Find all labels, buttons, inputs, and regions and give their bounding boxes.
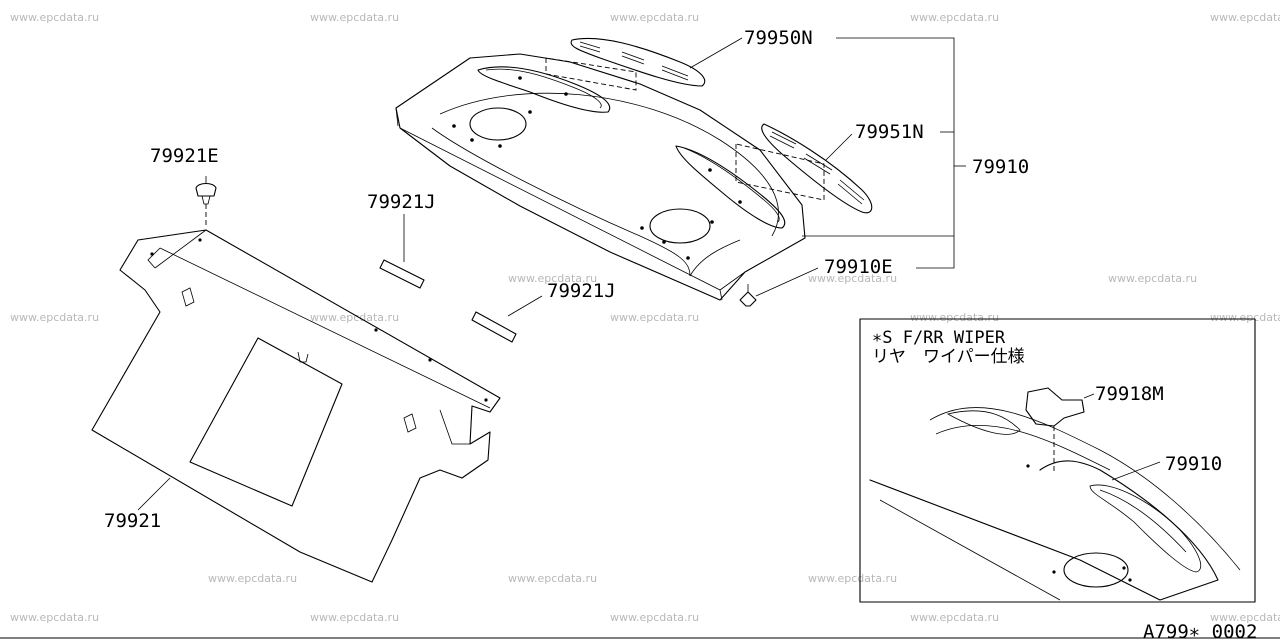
- watermark: www.epcdata.ru: [310, 311, 399, 324]
- watermark: www.epcdata.ru: [10, 311, 99, 324]
- label-79921j-b: 79921J: [547, 280, 616, 302]
- label-79918m: 79918M: [1095, 383, 1164, 405]
- watermark: www.epcdata.ru: [1210, 11, 1280, 24]
- inset-subtitle: リヤ ワイパー仕様: [872, 347, 1025, 367]
- inset-title: ∗S F/RR WIPER: [872, 328, 1006, 348]
- inset-wiper-variant: ∗S F/RR WIPER リヤ ワイパー仕様 79918M 79910: [859, 318, 1256, 603]
- label-79910e: 79910E: [824, 256, 893, 278]
- label-79921j-a: 79921J: [367, 191, 436, 213]
- watermark: www.epcdata.ru: [508, 272, 597, 285]
- watermark: www.epcdata.ru: [610, 11, 699, 24]
- diagram-code: A799∗ 0002: [1143, 621, 1257, 640]
- watermark: www.epcdata.ru: [610, 611, 699, 624]
- label-79910-inset: 79910: [1165, 453, 1222, 475]
- watermark: www.epcdata.ru: [1210, 611, 1280, 624]
- grille-79950n: [545, 37, 706, 91]
- watermark: www.epcdata.ru: [310, 611, 399, 624]
- tape-79921j-b: [471, 311, 517, 343]
- clip-79910e: [739, 284, 757, 307]
- parcel-shelf-trim: [395, 53, 806, 301]
- watermark: www.epcdata.ru: [910, 11, 999, 24]
- tape-79921j-a: [379, 259, 425, 289]
- leader-lines: [137, 37, 966, 511]
- label-79921: 79921: [104, 510, 161, 532]
- grille-79951n: [735, 123, 873, 214]
- watermark: www.epcdata.ru: [910, 611, 999, 624]
- watermark-layer: www.epcdata.ru www.epcdata.ru www.epcdat…: [10, 11, 1280, 624]
- watermark: www.epcdata.ru: [10, 11, 99, 24]
- watermark: www.epcdata.ru: [10, 611, 99, 624]
- watermark: www.epcdata.ru: [910, 311, 999, 324]
- label-79951n: 79951N: [855, 121, 924, 143]
- insulator-panel: [91, 229, 501, 583]
- watermark: www.epcdata.ru: [808, 272, 897, 285]
- part-labels: 79950N 79951N 79910 79910E 79921E 79921J…: [104, 27, 1029, 532]
- watermark: www.epcdata.ru: [1210, 311, 1280, 324]
- watermark: www.epcdata.ru: [208, 572, 297, 585]
- watermark: www.epcdata.ru: [310, 11, 399, 24]
- watermark: www.epcdata.ru: [610, 311, 699, 324]
- watermark: www.epcdata.ru: [808, 572, 897, 585]
- label-79921e: 79921E: [150, 145, 219, 167]
- watermark: www.epcdata.ru: [1108, 272, 1197, 285]
- watermark: www.epcdata.ru: [508, 572, 597, 585]
- label-79910: 79910: [972, 156, 1029, 178]
- clip-79921e: [195, 182, 217, 205]
- label-79950n: 79950N: [744, 27, 813, 49]
